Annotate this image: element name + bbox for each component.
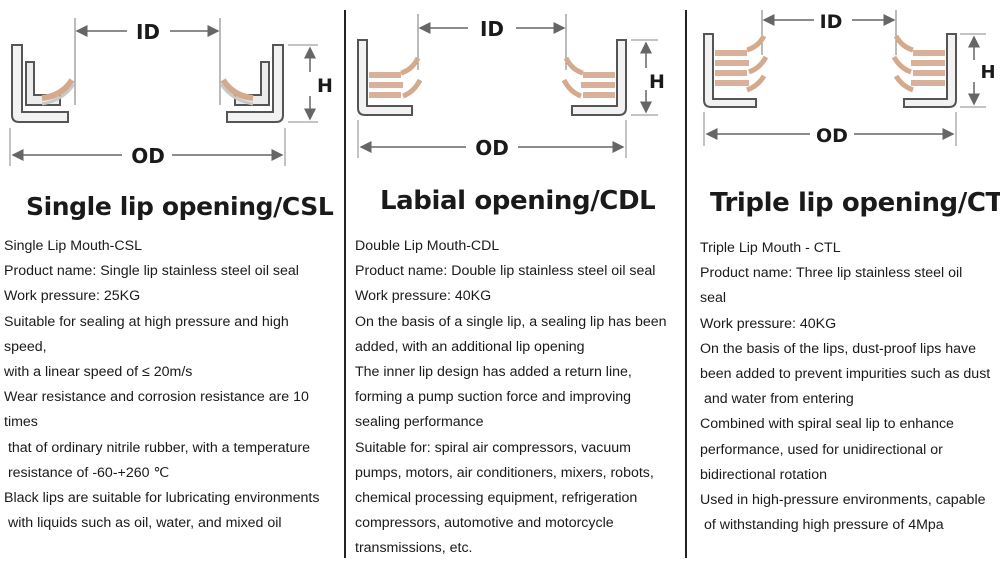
seal-diagram-csl: ID H OD — [0, 0, 345, 178]
description-line: Product name: Double lip stainless steel… — [355, 263, 656, 280]
description-line: added, with an additional lip opening — [355, 338, 585, 355]
seal-column-csl: ID H OD Single lip opening/CSL — [0, 0, 345, 563]
description-line: Suitable for: spiral air compressors, va… — [355, 439, 631, 456]
column-divider — [344, 10, 346, 558]
description-line: and water from entering — [700, 391, 854, 408]
description-line: Triple Lip Mouth - CTL — [700, 240, 841, 256]
description-line: On the basis of the lips, dust-proof lip… — [700, 340, 977, 357]
description-line: Used in high-pressure environments, capa… — [700, 492, 986, 509]
od-label: OD — [131, 144, 165, 168]
description-line: The inner lip design has added a return … — [355, 364, 632, 381]
description-line: Work pressure: 40KG — [700, 315, 837, 332]
id-label: ID — [480, 17, 504, 41]
seal-diagram-ctl: ID H — [688, 0, 1000, 178]
description-line: Work pressure: 40KG — [355, 288, 492, 305]
description-line: Work pressure: 25KG — [4, 288, 141, 305]
description-line: forming a pump suction force and improvi… — [355, 389, 632, 406]
seal-column-ctl: ID H — [688, 0, 1000, 563]
description-line: seal — [700, 290, 727, 307]
description-line: been added to prevent impurities such as… — [700, 366, 991, 383]
description-line: bidirectional rotation — [700, 466, 827, 483]
description-line: performance, used for unidirectional or — [700, 441, 943, 458]
description-line: sealing performance — [355, 414, 484, 431]
description-line: Combined with spiral seal lip to enhance — [700, 416, 954, 433]
od-label: OD — [816, 125, 848, 147]
description-line: Single Lip Mouth-CSL — [4, 238, 143, 254]
id-label: ID — [136, 20, 160, 44]
heading-ctl: Triple lip opening/CTL — [710, 188, 1000, 218]
description-list-csl: Single Lip Mouth-CSL Product name: Singl… — [4, 234, 340, 536]
description-list-cdl: Double Lip Mouth-CDL Product name: Doubl… — [355, 234, 683, 562]
description-line: pumps, motors, air conditioners, mixers,… — [355, 464, 654, 481]
h-label: H — [317, 75, 333, 97]
description-line: of withstanding high pressure of 4Mpa — [700, 517, 944, 534]
h-label: H — [649, 71, 665, 93]
description-line: times — [4, 414, 38, 431]
description-line: Product name: Single lip stainless steel… — [4, 263, 299, 280]
heading-cdl: Labial opening/CDL — [380, 186, 656, 216]
seal-column-cdl: ID H OD La — [346, 0, 686, 563]
description-line: Black lips are suitable for lubricating … — [4, 490, 320, 507]
description-line: Suitable for sealing at high pressure an… — [4, 313, 289, 330]
description-line: speed, — [4, 338, 47, 355]
description-line: with a linear speed of ≤ 20m/s — [4, 364, 193, 381]
description-line: Product name: Three lip stainless steel … — [700, 265, 963, 282]
description-line: Double Lip Mouth-CDL — [355, 238, 500, 254]
description-list-ctl: Triple Lip Mouth - CTL Product name: Thr… — [700, 236, 996, 538]
description-line: compressors, automotive and motorcycle — [355, 515, 614, 532]
description-line: Wear resistance and corrosion resistance… — [4, 389, 309, 406]
description-line: resistance of -60-+260 ℃ — [4, 464, 170, 481]
description-line: that of ordinary nitrile rubber, with a … — [4, 439, 310, 456]
column-divider — [685, 10, 687, 558]
seal-diagram-cdl: ID H OD — [346, 0, 686, 178]
id-label: ID — [820, 11, 843, 33]
h-label: H — [980, 62, 995, 83]
od-label: OD — [475, 136, 509, 160]
heading-csl: Single lip opening/CSL — [26, 192, 334, 221]
description-line: chemical processing equipment, refrigera… — [355, 490, 638, 507]
description-line: transmissions, etc. — [355, 540, 473, 557]
description-line: On the basis of a single lip, a sealing … — [355, 313, 667, 330]
description-line: with liquids such as oil, water, and mix… — [4, 515, 282, 532]
